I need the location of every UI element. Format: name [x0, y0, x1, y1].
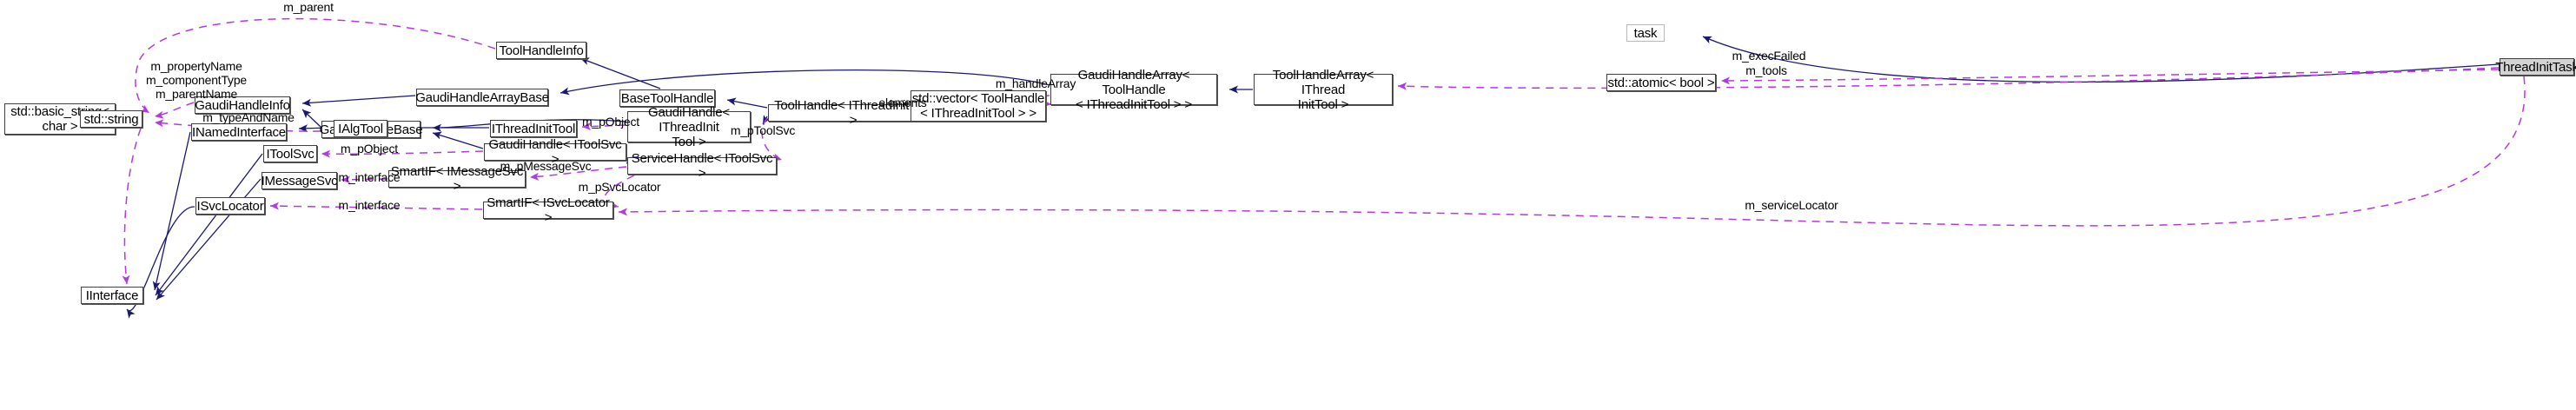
edge-gha-ghab [560, 69, 1050, 96]
edge-ghtoolsvc-ghb [432, 131, 484, 149]
edge-smartifmsg-imsg [341, 175, 388, 184]
node-std-atomic-bool[interactable]: std::atomic< bool > [1606, 74, 1716, 91]
node-threadinittask[interactable]: ThreadInitTask [2495, 58, 2576, 76]
node-std-vector-toolhandle[interactable]: std::vector< ToolHandle < IThreadInitToo… [911, 90, 1046, 122]
node-itoolsvc[interactable]: IToolSvc [263, 145, 317, 162]
edge-label-m-interface-svc: m_interface [338, 198, 401, 212]
edge-bth-thi [579, 57, 661, 89]
edge-label-m-pobject-toolsvc: m_pObject [341, 142, 398, 155]
node-ithreadinittool[interactable]: IThreadInitTool [490, 120, 577, 137]
edge-ghb-ghi [301, 109, 321, 128]
edge-label-m-execfailed: m_execFailed [1732, 49, 1806, 63]
node-gaudihandlearray-toolhandle[interactable]: GaudiHandleArray< ToolHandle < IThreadIn… [1050, 68, 1217, 112]
node-inamedinterface[interactable]: INamedInterface [191, 123, 287, 141]
edge-thtit-sh [761, 117, 783, 162]
node-basetoolhandle[interactable]: BaseToolHandle [619, 89, 715, 107]
edge-sh-smartifmsg [529, 166, 627, 181]
edge-thi-string [135, 17, 496, 114]
node-smartif-isvclocator[interactable]: SmartIF< ISvcLocator > [483, 195, 613, 225]
edge-label-m-psvclocator: m_pSvcLocator [578, 180, 661, 194]
edge-tit-atomic [1720, 69, 2500, 85]
edge-label-m-tools: m_tools [1745, 63, 1787, 77]
edge-label-m-interface-msg: m_interface [338, 170, 401, 184]
edge-ghtit-itit [581, 122, 627, 131]
node-servicehandle-itoolsvc[interactable]: ServiceHandle< IToolSvc > [627, 151, 777, 181]
node-smartif-imessagesvc[interactable]: SmartIF< IMessageSvc > [388, 164, 526, 194]
edge-label-m-property-block: m_propertyName m_componentType m_parentN… [145, 59, 248, 101]
node-toolhandlearray-ithreadinittool[interactable]: ToolHandleArray< IThread InitTool > [1254, 68, 1393, 112]
edge-isvc-ii [126, 206, 195, 319]
node-imessagesvc[interactable]: IMessageSvc [261, 172, 338, 189]
edge-ni-ii [152, 131, 191, 291]
edge-ghtoolsvc-itoolsvc [321, 149, 484, 158]
edge-label-m-parent: m_parent [283, 0, 334, 14]
edge-label-m-pobject-alg: m_pObject [582, 115, 639, 129]
edge-tit-smartifsvc [618, 76, 2526, 227]
node-gaudihandleinfo[interactable]: GaudiHandleInfo [195, 96, 290, 114]
edge-itoolsvc-ii [155, 153, 263, 296]
node-ialgtool[interactable]: IAlgTool [334, 120, 387, 137]
node-gaudihandle-itoolsvc[interactable]: GaudiHandle< IToolSvc > [484, 137, 626, 167]
edge-thtit-bth [726, 97, 768, 109]
edge-tit-task [1702, 36, 2500, 83]
edge-label-m-typeandname: m_typeAndName [202, 110, 295, 124]
edge-string-iinterface [122, 128, 142, 285]
edge-label-m-servicelocator: m_serviceLocator [1745, 198, 1838, 212]
node-std-string[interactable]: std::string [80, 110, 142, 128]
edge-label-elements: elements [878, 96, 927, 109]
node-isvclocator[interactable]: ISvcLocator [195, 197, 265, 215]
edge-label-m-handlearray: m_handleArray [995, 76, 1076, 90]
node-toolhandleinfo[interactable]: ToolHandleInfo [496, 42, 586, 59]
edge-ghab-ghi [301, 95, 416, 107]
edge-tit-tha [1397, 67, 2500, 90]
node-gaudihandlearraybase[interactable]: GaudiHandleArrayBase [415, 89, 549, 106]
edge-label-m-pmessagesvc: m_pMessageSvc [500, 159, 592, 173]
node-gaudihandle-ithreadinittool[interactable]: GaudiHandle< IThreadInit Tool > [627, 105, 751, 149]
edge-ghi-string [154, 102, 195, 119]
node-task[interactable]: task [1626, 24, 1665, 42]
node-iinterface[interactable]: IInterface [81, 287, 143, 304]
edge-smartifsvc-isvc [269, 202, 483, 210]
edge-label-m-ptoolsvc: m_pToolSvc [730, 123, 796, 137]
